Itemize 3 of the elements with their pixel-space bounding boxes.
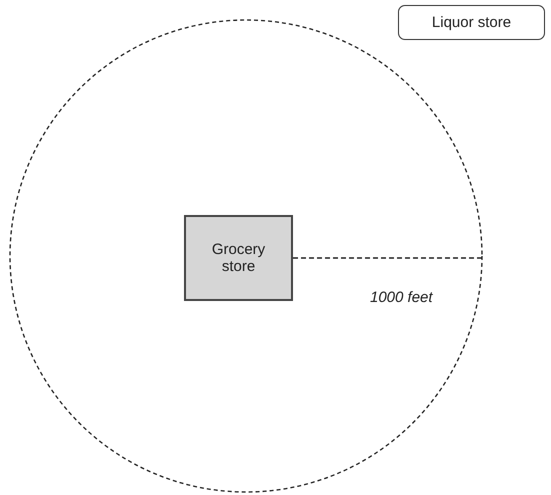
- distance-label: 1000 feet: [370, 289, 433, 306]
- store-box: Grocery store: [184, 215, 293, 301]
- store-box: Liquor store: [398, 5, 545, 40]
